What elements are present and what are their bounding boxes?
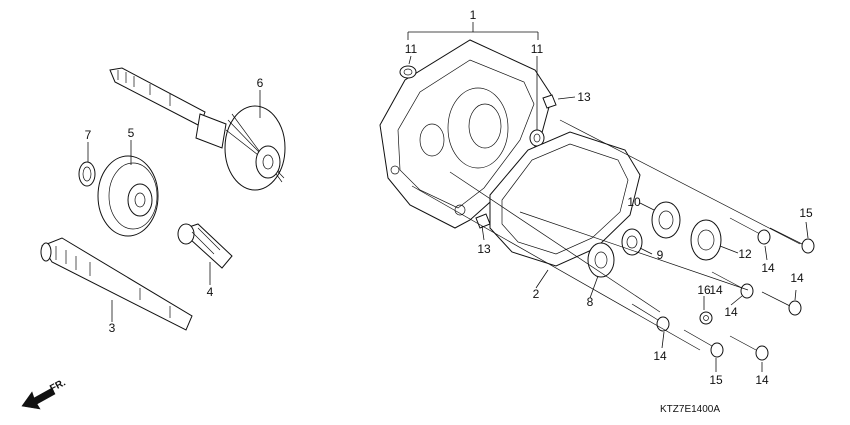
drive-shaft-part-3 [40,237,193,331]
callout-15-a: 15 [799,206,813,220]
bolt-part-15-b [683,329,724,358]
callout-14-e: 14 [755,373,769,387]
washer-part-16 [699,311,713,325]
callout-12: 12 [738,247,752,261]
final-shaft-part-6 [109,67,286,191]
nut-part-11-left [399,65,417,79]
callout-14-a: 14 [761,261,775,275]
callout-4: 4 [207,285,214,299]
callout-14-f: 14 [709,283,723,297]
callout-10: 10 [627,195,641,209]
dowel-pin-part-13-lower [475,213,491,229]
bearing-part-9 [621,228,643,256]
callout-9: 9 [657,248,664,262]
callout-11-left: 11 [405,42,418,56]
oil-seal-part-10 [651,201,681,239]
callout-1: 1 [470,8,477,22]
gear-part-5 [97,155,159,237]
callout-6: 6 [257,76,264,90]
callout-8: 8 [587,295,594,309]
bolt-part-14-a [729,217,771,245]
callout-3: 3 [109,321,116,335]
callout-14-b: 14 [724,305,738,319]
callout-5: 5 [128,126,135,140]
diagram-code: KTZ7E1400A [660,404,720,415]
front-arrow-icon: FR. [21,377,68,410]
bolt-part-14-b [711,271,754,299]
callout-13-lower: 13 [477,242,491,256]
callout-15-b: 15 [709,373,723,387]
direction-label: FR. [48,377,68,394]
bolt-part-15-a [769,227,815,254]
bearing-part-12 [690,219,722,261]
callout-7: 7 [85,128,92,142]
callout-13-upper: 13 [577,90,591,104]
bolt-part-14-e [729,335,769,361]
case-cover-part-1 [379,39,553,229]
callout-16: 16 [697,283,711,297]
assembly-lines [411,119,801,351]
bolt-part-14-c [761,291,802,316]
pinion-part-4 [177,223,233,269]
callout-labels: 1 2 3 4 5 6 7 8 9 10 11 11 12 13 13 14 1… [85,8,813,387]
callout-2: 2 [533,287,540,301]
bearing-part-8 [587,242,615,278]
leader-lines [87,22,809,372]
washer-part-7 [78,161,96,187]
bolt-part-14-d [631,303,670,332]
callout-14-d: 14 [653,349,667,363]
callout-14-c: 14 [790,271,804,285]
callout-11-right: 11 [531,42,544,56]
dowel-pin-part-13-upper [542,94,557,109]
gasket-part-2 [489,131,641,267]
